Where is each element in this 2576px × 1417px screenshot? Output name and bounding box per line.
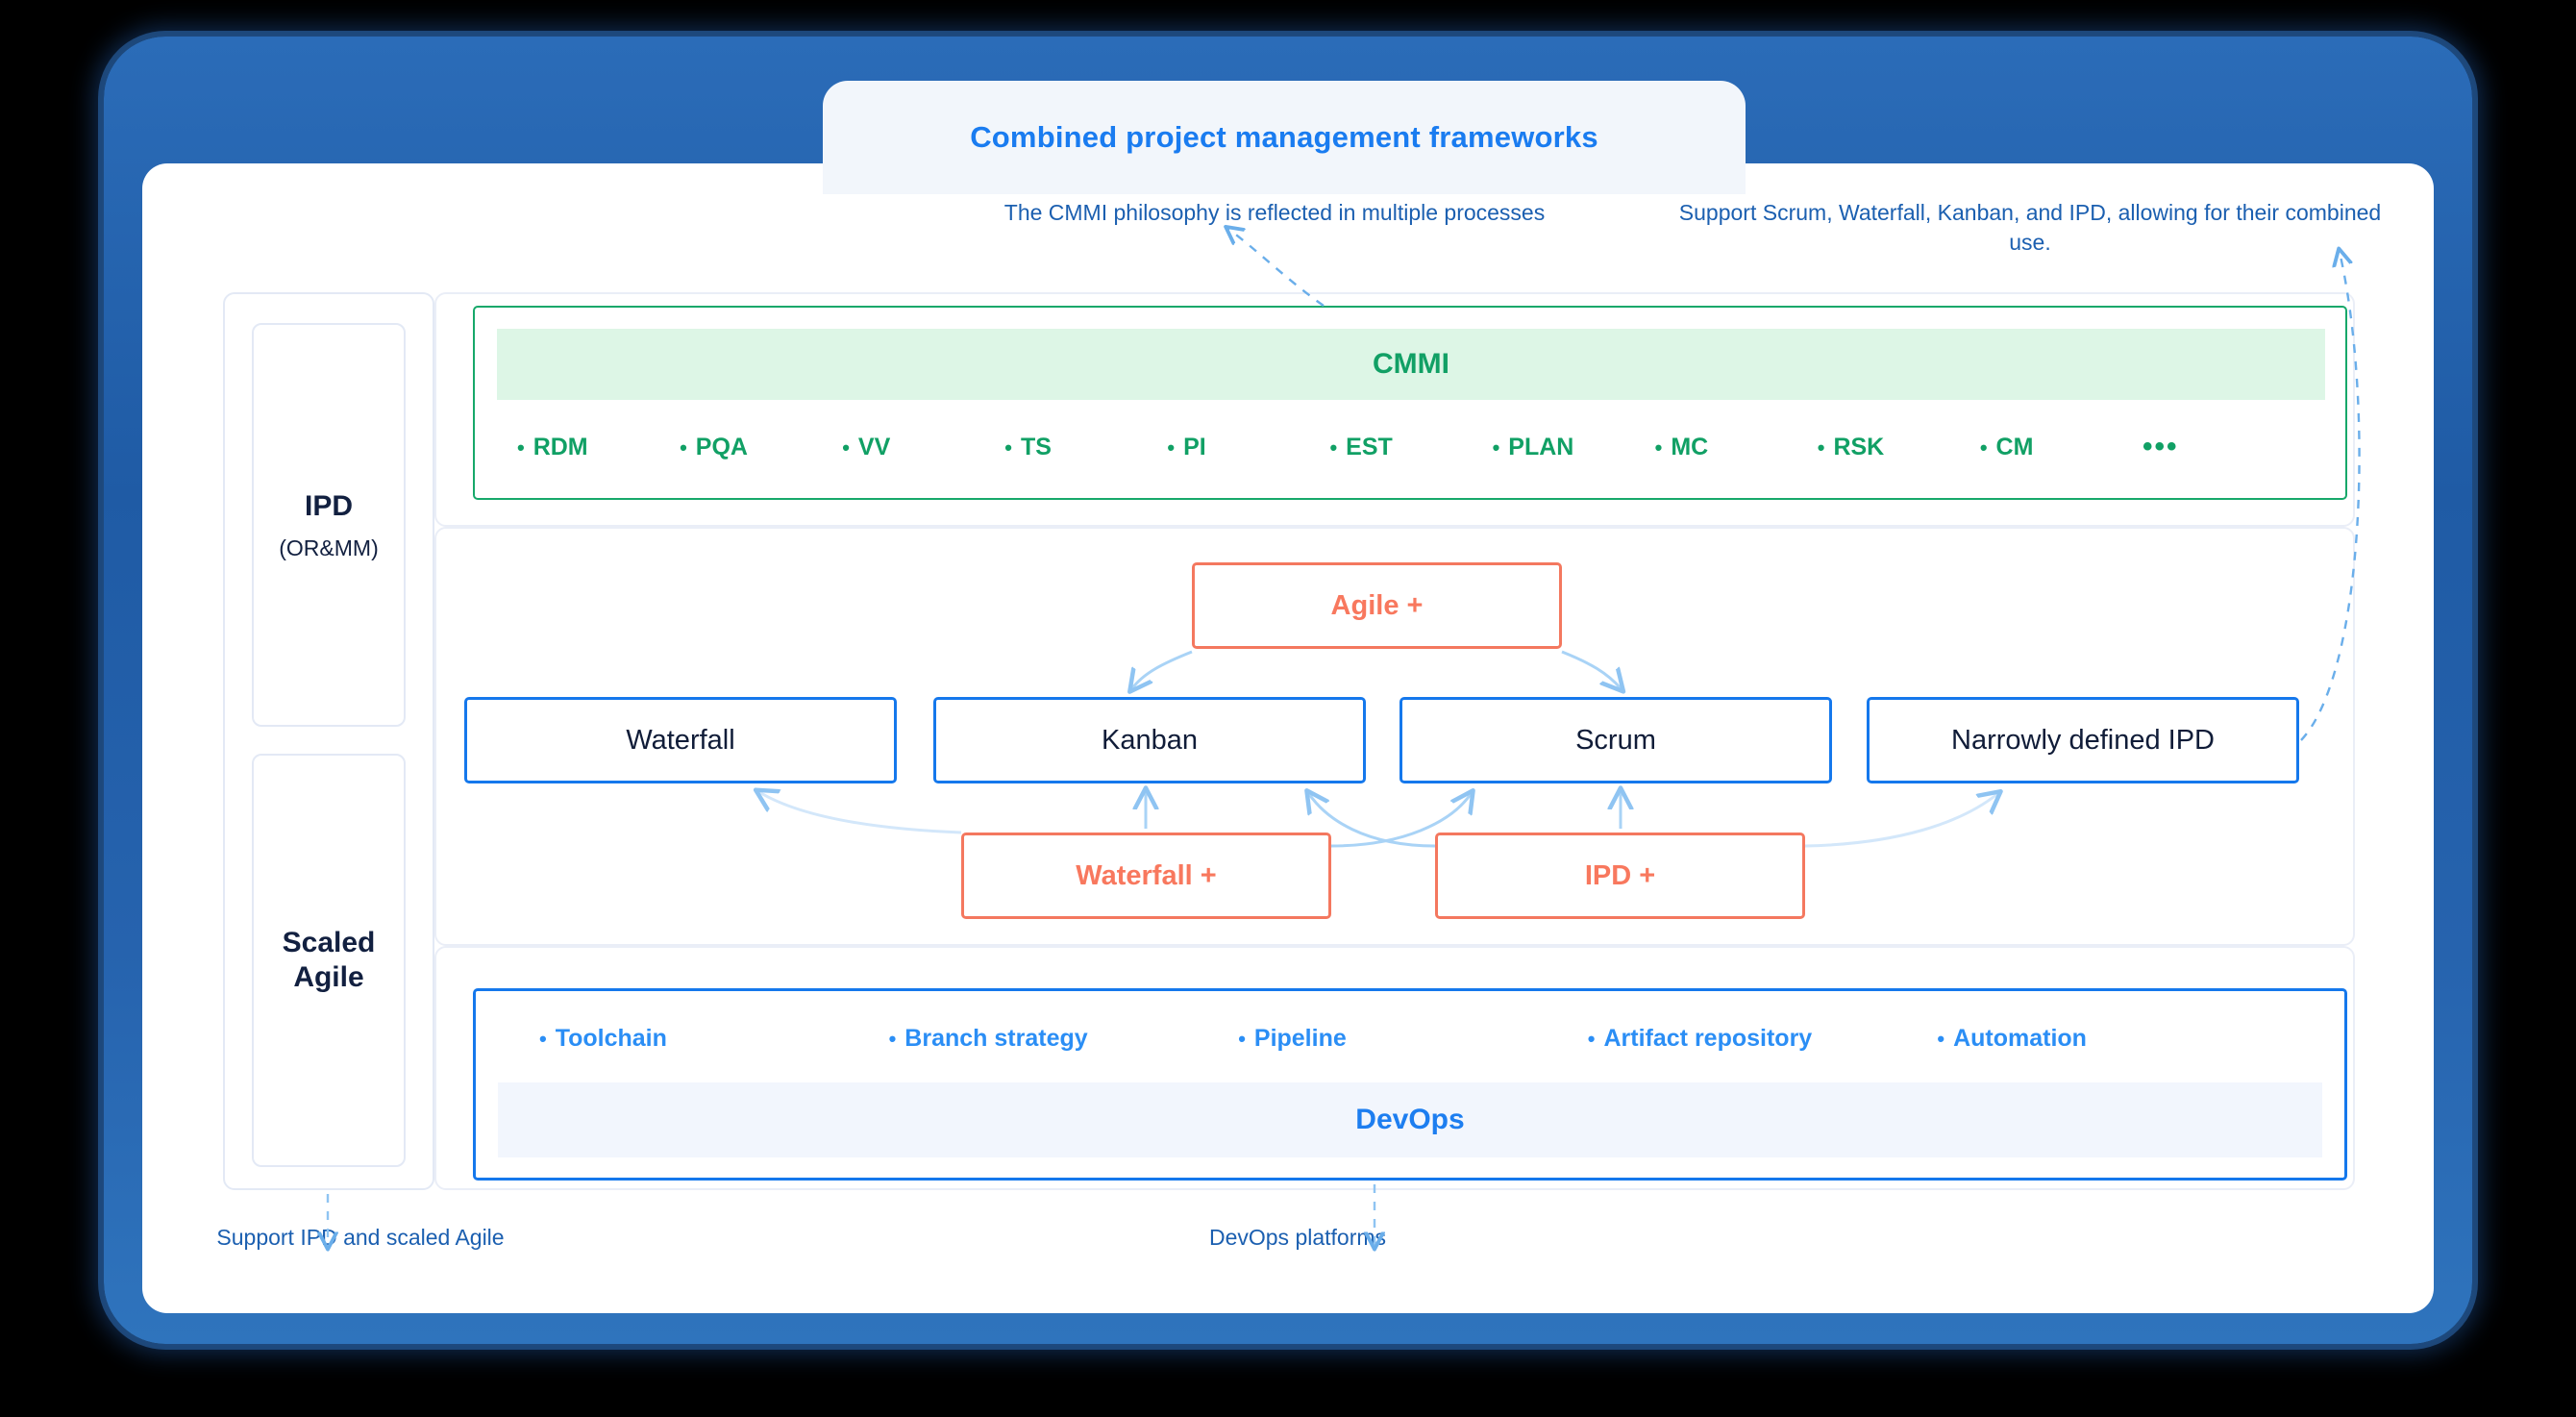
- cmmi-item-label: PQA: [695, 433, 748, 460]
- framework-label: Narrowly defined IPD: [1951, 724, 2215, 756]
- bullet-icon: •: [1654, 435, 1663, 460]
- sidebar-ipd-subtitle: (OR&MM): [279, 534, 379, 560]
- annotation-ipd-support: Support IPD and scaled Agile: [216, 1225, 505, 1250]
- devops-item-list: • Toolchain • Branch strategy • Pipeline • A…: [539, 1001, 2287, 1076]
- header-tab: Combined project management frameworks: [823, 81, 1746, 194]
- annotation-scrum-support: Support Scrum, Waterfall, Kanban, and IP…: [1678, 200, 2382, 255]
- cmmi-item-est[interactable]: • EST: [1329, 434, 1492, 461]
- devops-item-label: Artifact repository: [1603, 1024, 1813, 1052]
- cmmi-item-more[interactable]: •••: [2142, 431, 2179, 462]
- framework-label: Scrum: [1575, 724, 1656, 756]
- framework-box-kanban[interactable]: Kanban: [933, 697, 1366, 783]
- plus-box-waterfall[interactable]: Waterfall +: [961, 833, 1331, 919]
- cmmi-item-pi[interactable]: • PI: [1167, 434, 1329, 461]
- cmmi-item-label: MC: [1671, 433, 1709, 460]
- devops-label: DevOps: [1355, 1104, 1465, 1135]
- cmmi-item-plan[interactable]: • PLAN: [1493, 434, 1655, 461]
- cmmi-item-label: VV: [857, 433, 891, 460]
- bullet-icon: •: [1817, 435, 1825, 460]
- devops-item-label: Pipeline: [1253, 1024, 1347, 1052]
- devops-banner: DevOps: [498, 1082, 2322, 1157]
- cmmi-item-mc[interactable]: • MC: [1655, 434, 1818, 461]
- cmmi-item-vv[interactable]: • VV: [842, 434, 1004, 461]
- bullet-icon: •: [1587, 1026, 1596, 1051]
- devops-item-automation[interactable]: • Automation: [1937, 1025, 2287, 1053]
- bullet-icon: •: [888, 1026, 897, 1051]
- cmmi-item-pqa[interactable]: • PQA: [680, 434, 842, 461]
- devops-item-pipeline[interactable]: • Pipeline: [1238, 1025, 1588, 1053]
- page-title: Combined project management frameworks: [970, 120, 1598, 154]
- framework-box-narrowly-defined-ipd[interactable]: Narrowly defined IPD: [1867, 697, 2299, 783]
- bullet-icon: •: [517, 435, 525, 460]
- cmmi-item-label: RDM: [533, 433, 588, 460]
- cmmi-item-label: PLAN: [1508, 433, 1574, 460]
- bullet-icon: •: [842, 435, 850, 460]
- sidebar-scaled-agile-title: Scaled Agile: [282, 927, 376, 993]
- cmmi-item-rsk[interactable]: • RSK: [1818, 434, 1980, 461]
- plus-label: Agile +: [1330, 589, 1424, 621]
- plus-box-agile[interactable]: Agile +: [1192, 562, 1562, 649]
- cmmi-item-label: TS: [1020, 433, 1052, 460]
- cmmi-item-list: • RDM • PQA • VV • TS • PI • EST • PLAN • MC • RS…: [517, 421, 2305, 473]
- cmmi-item-label: PI: [1183, 433, 1206, 460]
- cmmi-item-cm[interactable]: • CM: [1980, 434, 2143, 461]
- bullet-icon: •: [1238, 1026, 1246, 1051]
- devops-item-toolchain[interactable]: • Toolchain: [539, 1025, 889, 1053]
- sidebar-ipd-title: IPD: [304, 489, 353, 522]
- cmmi-label: CMMI: [1373, 348, 1449, 380]
- framework-box-scrum[interactable]: Scrum: [1399, 697, 1832, 783]
- devops-section: • Toolchain • Branch strategy • Pipeline • A…: [473, 988, 2347, 1181]
- cmmi-item-ts[interactable]: • TS: [1004, 434, 1167, 461]
- cmmi-item-label: CM: [1995, 433, 2034, 460]
- framework-box-waterfall[interactable]: Waterfall: [464, 697, 897, 783]
- devops-item-label: Branch strategy: [904, 1024, 1088, 1052]
- devops-item-label: Toolchain: [555, 1024, 667, 1052]
- bullet-icon: •: [1004, 435, 1012, 460]
- bullet-icon: •: [1329, 435, 1338, 460]
- bullet-icon: •: [1979, 435, 1988, 460]
- annotation-devops-platforms: DevOps platforms: [1208, 1225, 1387, 1250]
- plus-label: Waterfall +: [1076, 859, 1217, 891]
- cmmi-banner: CMMI: [497, 329, 2325, 400]
- devops-item-artifact-repository[interactable]: • Artifact repository: [1588, 1025, 1938, 1053]
- sidebar-item-scaled-agile[interactable]: Scaled Agile: [252, 754, 406, 1167]
- devops-item-branch-strategy[interactable]: • Branch strategy: [889, 1025, 1239, 1053]
- bullet-icon: •: [680, 435, 687, 460]
- bullet-icon: •: [1937, 1026, 1945, 1051]
- framework-label: Kanban: [1102, 724, 1198, 756]
- framework-label: Waterfall: [626, 724, 735, 756]
- annotation-cmmi: The CMMI philosophy is reflected in mult…: [1003, 200, 1546, 225]
- bullet-icon: •: [1167, 435, 1176, 460]
- cmmi-item-label: EST: [1346, 433, 1393, 460]
- devops-item-label: Automation: [1953, 1024, 2087, 1052]
- plus-label: IPD +: [1584, 859, 1656, 891]
- bullet-icon: •: [1492, 435, 1500, 460]
- cmmi-section: CMMI • RDM • PQA • VV • TS • PI • EST • PLAN • M…: [473, 306, 2347, 500]
- cmmi-item-label: RSK: [1833, 433, 1885, 460]
- sidebar-container: IPD (OR&MM) Scaled Agile: [223, 292, 434, 1190]
- plus-box-ipd[interactable]: IPD +: [1435, 833, 1805, 919]
- bullet-icon: •: [539, 1026, 547, 1051]
- sidebar-item-ipd[interactable]: IPD (OR&MM): [252, 323, 406, 727]
- cmmi-item-rdm[interactable]: • RDM: [517, 434, 680, 461]
